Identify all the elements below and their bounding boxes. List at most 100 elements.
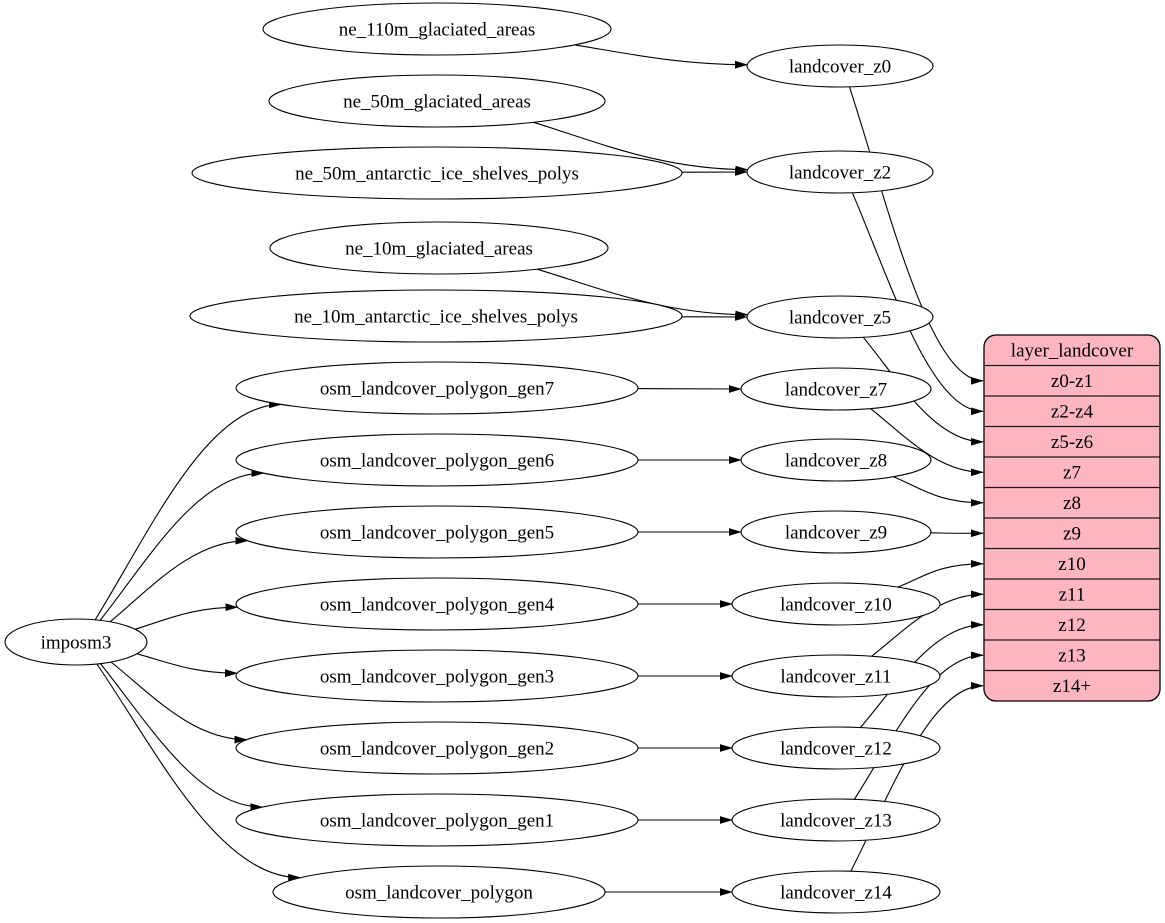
edge-imposm3-to-osm_landcover_polygon_gen4 [134,603,239,630]
node-ellipse-osm_landcover_polygon_gen2 [235,721,639,775]
edge-ne_50m_glaciated_areas-to-landcover_z2 [533,121,749,174]
node-ellipse-osm_landcover_polygon_gen1 [235,793,639,847]
record-row-z9: z9 [1063,524,1081,545]
node-ellipse-osm_landcover_polygon_gen7 [235,361,639,415]
record-row-z14+: z14+ [1053,676,1091,697]
edge-landcover_z10-to-layer_landcover-z10 [897,559,984,588]
node-landcover_z7: landcover_z7 [740,367,932,411]
edge-landcover_z9-to-layer_landcover-z9 [930,529,984,538]
node-label-osm_landcover_polygon_gen5: osm_landcover_polygon_gen5 [320,522,554,543]
node-ne_50m_glaciated_areas: ne_50m_glaciated_areas [268,74,606,128]
edge-landcover_z7-to-layer_landcover-z7 [870,408,984,477]
node-label-landcover_z11: landcover_z11 [780,666,891,687]
record-row-z0-z1: z0-z1 [1051,371,1093,392]
node-landcover_z8: landcover_z8 [740,438,932,482]
node-osm_landcover_polygon: osm_landcover_polygon [272,865,606,919]
node-ellipse-osm_landcover_polygon_gen3 [235,649,639,703]
node-landcover_z10: landcover_z10 [731,582,941,626]
node-ellipse-imposm3 [4,618,148,666]
node-landcover_z9: landcover_z9 [740,510,932,554]
node-label-osm_landcover_polygon_gen1: osm_landcover_polygon_gen1 [320,810,554,831]
node-ellipse-landcover_z10 [731,582,941,626]
node-landcover_z12: landcover_z12 [731,726,941,770]
edge-imposm3-to-osm_landcover_polygon_gen5 [109,536,249,623]
node-ne_10m_antarctic_ice_shelves_polys: ne_10m_antarctic_ice_shelves_polys [189,289,683,343]
edge-imposm3-to-osm_landcover_polygon_gen7 [94,400,283,621]
node-label-landcover_z2: landcover_z2 [789,162,891,183]
node-ellipse-landcover_z12 [731,726,941,770]
node-ellipse-ne_10m_glaciated_areas [269,221,609,275]
node-landcover_z5: landcover_z5 [746,295,934,339]
record-layer_landcover: layer_landcoverz0-z1z2-z4z5-z6z7z8z9z10z… [983,334,1161,702]
node-label-landcover_z0: landcover_z0 [789,56,891,77]
node-layer: ne_110m_glaciated_areas ne_50m_glaciated_… [4,2,1161,919]
node-label-landcover_z7: landcover_z7 [785,379,887,400]
node-label-landcover_z5: landcover_z5 [789,307,891,328]
node-label-imposm3: imposm3 [41,632,112,653]
node-label-ne_50m_antarctic_ice_shelves_polys: ne_50m_antarctic_ice_shelves_polys [295,163,579,184]
edge-landcover_z12-to-layer_landcover-z12 [859,620,984,728]
edge-imposm3-to-osm_landcover_polygon_gen6 [99,469,265,621]
node-ellipse-osm_landcover_polygon_gen6 [235,433,639,487]
record-title: layer_landcover [1011,341,1134,362]
record-row-z8: z8 [1063,493,1081,514]
record-row-z10: z10 [1058,554,1085,575]
node-label-osm_landcover_polygon: osm_landcover_polygon [345,882,533,903]
node-imposm3: imposm3 [4,618,148,666]
edge-landcover_z2-to-layer_landcover-z2-z4 [851,192,984,416]
node-ne_110m_glaciated_areas: ne_110m_glaciated_areas [262,2,612,56]
node-ellipse-osm_landcover_polygon [272,865,606,919]
node-label-ne_50m_glaciated_areas: ne_50m_glaciated_areas [343,91,531,112]
node-label-osm_landcover_polygon_gen6: osm_landcover_polygon_gen6 [320,450,554,471]
record-row-z12: z12 [1058,615,1085,636]
node-ellipse-landcover_z14 [731,870,941,914]
edge-imposm3-to-osm_landcover_polygon_gen2 [110,661,248,744]
node-osm_landcover_polygon_gen7: osm_landcover_polygon_gen7 [235,361,639,415]
node-label-landcover_z14: landcover_z14 [780,882,892,903]
node-ellipse-osm_landcover_polygon_gen4 [235,577,639,631]
node-landcover_z0: landcover_z0 [746,44,934,88]
node-label-ne_110m_glaciated_areas: ne_110m_glaciated_areas [339,19,536,40]
record-row-z11: z11 [1059,585,1086,606]
record-row-z7: z7 [1063,463,1081,484]
node-landcover_z14: landcover_z14 [731,870,941,914]
node-osm_landcover_polygon_gen6: osm_landcover_polygon_gen6 [235,433,639,487]
node-label-osm_landcover_polygon_gen7: osm_landcover_polygon_gen7 [320,378,554,399]
node-ellipse-ne_50m_glaciated_areas [268,74,606,128]
node-label-ne_10m_antarctic_ice_shelves_polys: ne_10m_antarctic_ice_shelves_polys [294,306,578,327]
node-ellipse-ne_110m_glaciated_areas [262,2,612,56]
node-ellipse-osm_landcover_polygon_gen5 [235,505,639,559]
node-osm_landcover_polygon_gen3: osm_landcover_polygon_gen3 [235,649,639,703]
node-ellipse-landcover_z9 [740,510,932,554]
edge-imposm3-to-osm_landcover_polygon [96,663,302,882]
node-ellipse-landcover_z2 [746,150,934,194]
node-ellipse-ne_10m_antarctic_ice_shelves_polys [189,289,683,343]
node-osm_landcover_polygon_gen5: osm_landcover_polygon_gen5 [235,505,639,559]
node-label-osm_landcover_polygon_gen4: osm_landcover_polygon_gen4 [320,594,555,615]
node-ellipse-landcover_z13 [731,798,941,842]
node-label-ne_10m_glaciated_areas: ne_10m_glaciated_areas [345,238,533,259]
node-label-landcover_z12: landcover_z12 [780,738,892,759]
node-ne_10m_glaciated_areas: ne_10m_glaciated_areas [269,221,609,275]
node-osm_landcover_polygon_gen1: osm_landcover_polygon_gen1 [235,793,639,847]
node-label-landcover_z13: landcover_z13 [780,810,892,831]
record-row-z5-z6: z5-z6 [1051,432,1093,453]
edge-layer [94,44,984,896]
node-osm_landcover_polygon_gen2: osm_landcover_polygon_gen2 [235,721,639,775]
node-ellipse-landcover_z11 [731,654,941,698]
edge-landcover_z14-to-layer_landcover-z14+ [850,681,984,872]
node-landcover_z2: landcover_z2 [746,150,934,194]
node-osm_landcover_polygon_gen4: osm_landcover_polygon_gen4 [235,577,639,631]
edge-landcover_z8-to-layer_landcover-z8 [893,476,984,507]
node-landcover_z13: landcover_z13 [731,798,941,842]
node-ellipse-landcover_z7 [740,367,932,411]
edge-landcover_z0-to-layer_landcover-z0-z1 [848,86,984,385]
edge-imposm3-to-osm_landcover_polygon_gen3 [136,653,239,678]
node-label-osm_landcover_polygon_gen3: osm_landcover_polygon_gen3 [320,666,554,687]
node-ellipse-landcover_z0 [746,44,934,88]
node-label-landcover_z10: landcover_z10 [780,594,892,615]
record-row-z13: z13 [1058,646,1085,667]
edge-ne_110m_glaciated_areas-to-landcover_z0 [574,44,749,69]
